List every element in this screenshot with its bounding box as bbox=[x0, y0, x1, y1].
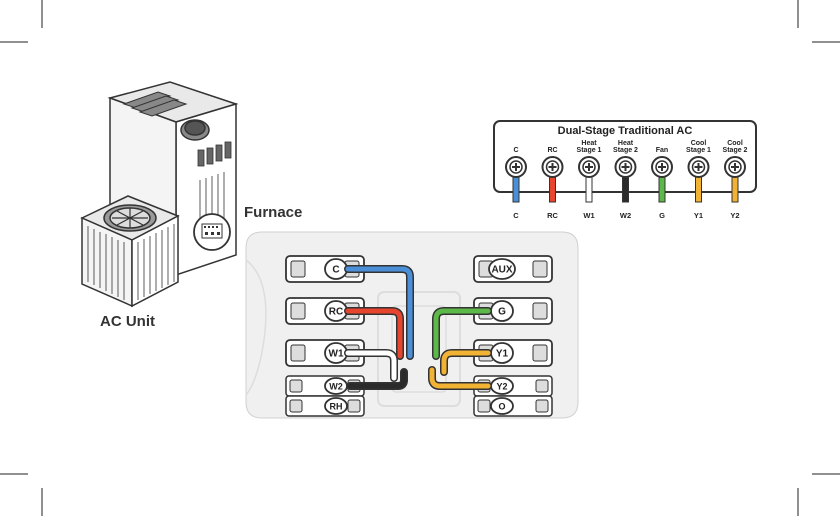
furnace-label: Furnace bbox=[244, 204, 302, 221]
panel-terminal-top-label: RC bbox=[547, 147, 557, 154]
panel-terminal-bottom-label: Y2 bbox=[730, 211, 739, 220]
panel-terminal-top-label: Stage 2 bbox=[613, 147, 638, 154]
panel-terminal-top-label: Stage 2 bbox=[723, 147, 748, 154]
terminal-label: Y2 bbox=[496, 382, 507, 392]
terminal-rh: RH bbox=[286, 396, 364, 416]
panel-terminal-top-label: Heat bbox=[581, 140, 597, 147]
panel-terminal-top-label: Heat bbox=[618, 140, 634, 147]
panel-terminal-top-label: Cool bbox=[727, 140, 743, 147]
panel-terminal-bottom-label: C bbox=[513, 211, 519, 220]
terminal-panel: Dual-Stage Traditional AC CCRCRCHeatStag… bbox=[494, 121, 756, 220]
panel-terminal-bottom-label: Y1 bbox=[694, 211, 703, 220]
terminal-label: O bbox=[498, 402, 505, 412]
panel-title: Dual-Stage Traditional AC bbox=[558, 125, 693, 137]
terminal-o: O bbox=[474, 396, 552, 416]
terminal-label: RC bbox=[329, 307, 343, 318]
terminal-label: G bbox=[498, 307, 506, 318]
terminal-label: W1 bbox=[329, 349, 344, 360]
panel-terminal-top-label: Cool bbox=[691, 140, 707, 147]
panel-terminal-bottom-label: W1 bbox=[583, 211, 594, 220]
terminal-label: C bbox=[332, 265, 339, 276]
panel-terminal-bottom-label: W2 bbox=[620, 211, 631, 220]
terminal-label: W2 bbox=[329, 382, 343, 392]
panel-terminal-bottom-label: RC bbox=[547, 211, 558, 220]
terminal-label: RH bbox=[330, 402, 343, 412]
panel-terminal-top-label: Stage 1 bbox=[686, 147, 711, 154]
terminal-label: AUX bbox=[491, 265, 512, 276]
panel-terminal-bottom-label: G bbox=[659, 211, 665, 220]
terminal-aux: AUX bbox=[474, 256, 552, 282]
panel-terminal-top-label: Fan bbox=[656, 147, 668, 154]
terminal-label: Y1 bbox=[496, 349, 509, 360]
panel-terminal-top-label: C bbox=[513, 147, 518, 154]
ac-unit-illustration bbox=[82, 196, 178, 306]
ac-unit-label: AC Unit bbox=[100, 313, 155, 330]
panel-terminal-top-label: Stage 1 bbox=[577, 147, 602, 154]
